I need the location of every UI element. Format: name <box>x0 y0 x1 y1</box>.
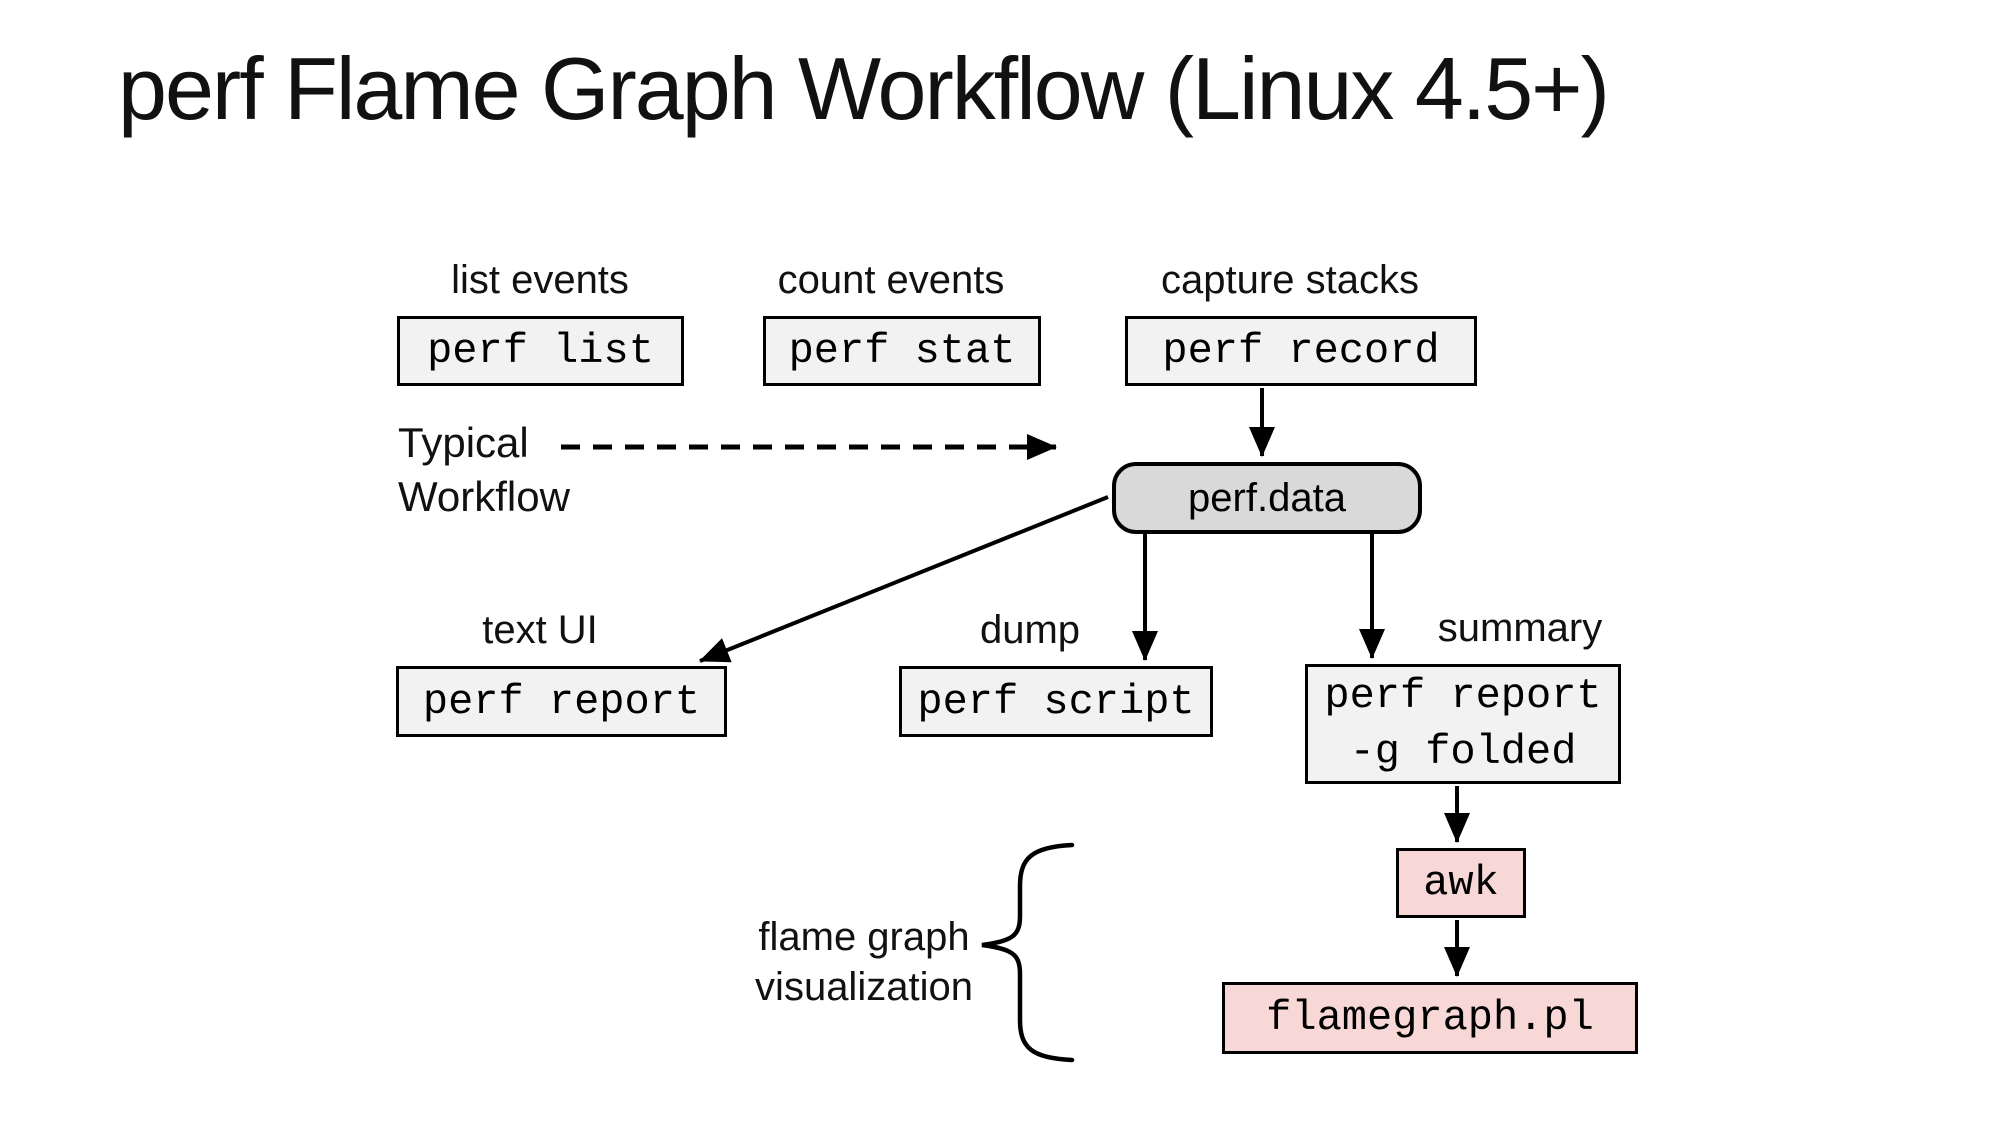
box-perf-report-g-folded-line1: perf report <box>1324 672 1602 720</box>
box-perf-report-g-folded-line2: -g folded <box>1349 728 1577 776</box>
label-count-events: count events <box>777 258 1005 302</box>
label-typical-workflow-line1: Typical <box>398 419 529 466</box>
page-title: perf Flame Graph Workflow (Linux 4.5+) <box>118 39 1610 138</box>
box-perf-list: perf list <box>397 316 684 386</box>
box-perf-script: perf script <box>899 666 1213 737</box>
label-summary: summary <box>1437 606 1603 650</box>
label-flame-graph-visualization-line2: visualization <box>755 965 973 1009</box>
label-flame-graph-visualization: flame graph visualization <box>755 912 973 1012</box>
label-list-events: list events <box>451 258 629 302</box>
node-perf-data: perf.data <box>1112 462 1422 534</box>
label-typical-workflow: Typical Workflow <box>398 416 570 524</box>
box-perf-report: perf report <box>396 666 727 737</box>
label-capture-stacks: capture stacks <box>1161 258 1419 302</box>
label-typical-workflow-line2: Workflow <box>398 473 570 520</box>
box-perf-stat: perf stat <box>763 316 1041 386</box>
arrow-perfdata-to-report <box>699 495 1109 663</box>
label-dump: dump <box>979 608 1081 652</box>
box-flamegraph-pl: flamegraph.pl <box>1222 982 1638 1054</box>
box-awk: awk <box>1396 848 1526 918</box>
box-perf-record: perf record <box>1125 316 1477 386</box>
brace-flame-graph-visualization <box>981 842 1075 1063</box>
label-flame-graph-visualization-line1: flame graph <box>758 915 970 959</box>
label-text-ui: text UI <box>482 608 598 652</box>
box-perf-report-g-folded: perf report -g folded <box>1305 664 1621 784</box>
